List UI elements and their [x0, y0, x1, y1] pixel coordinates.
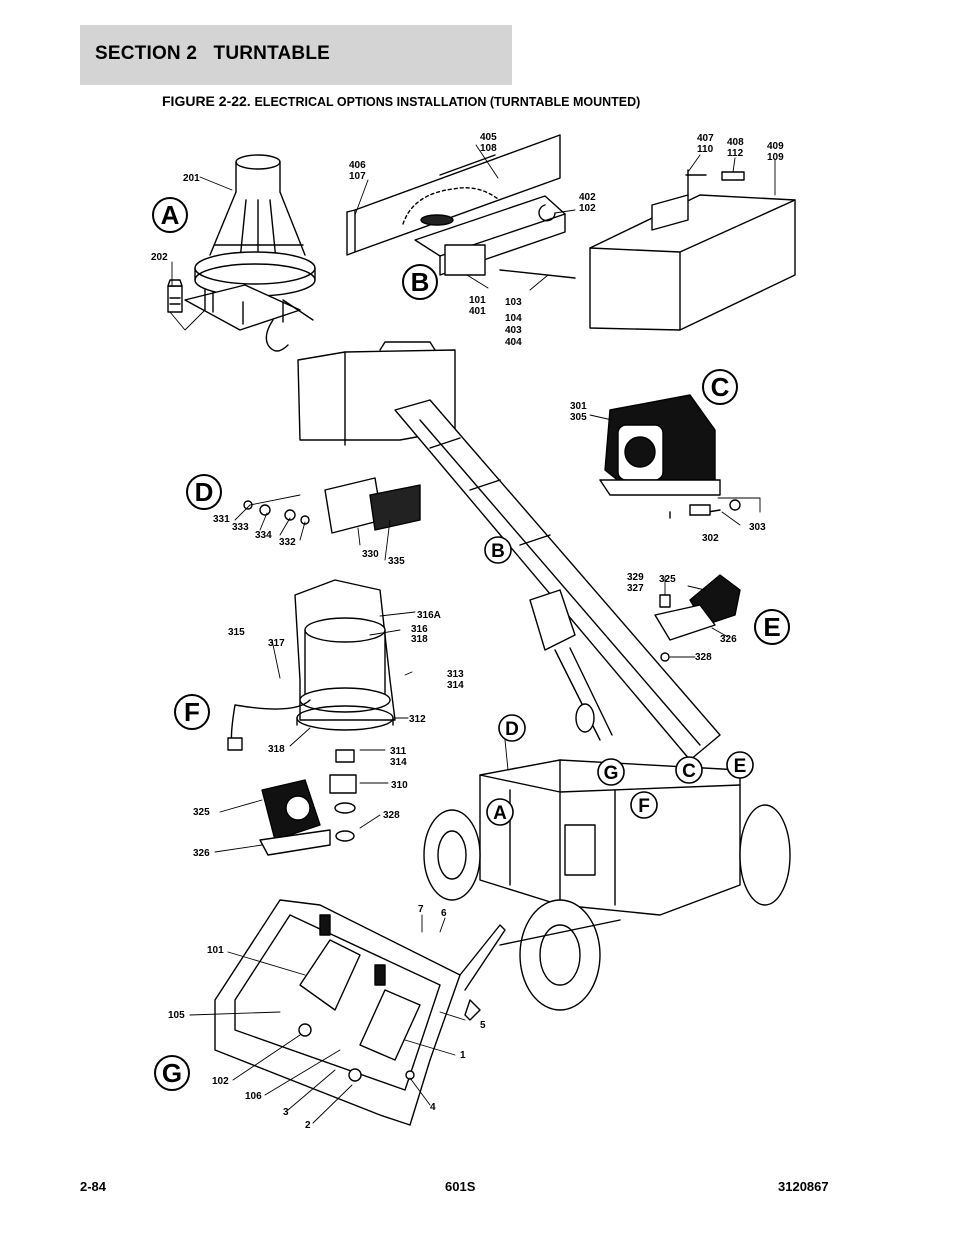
view-letter-b: B [411, 267, 430, 297]
callout-332: 332 [279, 537, 296, 548]
callout-408: 408 [727, 137, 744, 148]
figure-caption: ELECTRICAL OPTIONS INSTALLATION (TURNTAB… [254, 95, 641, 109]
view-c-alarm [599, 394, 741, 519]
callout-330: 330 [362, 549, 379, 560]
callout-305: 305 [570, 412, 587, 423]
callout-105: 105 [168, 1010, 185, 1021]
callout-102: 102 [579, 203, 596, 214]
view-letter-e: E [763, 612, 780, 642]
callout-318-top: 318 [411, 634, 428, 645]
figure-label: FIGURE 2-22. [162, 93, 251, 109]
callout-numbers: 201 202 405 108 406 107 402 102 407 110 … [151, 132, 784, 1131]
callout-110: 110 [697, 144, 714, 155]
footer-doc-number: 3120867 [778, 1179, 829, 1194]
callout-7: 7 [418, 904, 424, 915]
machine-letter-c: C [682, 761, 696, 782]
callout-315: 315 [228, 627, 245, 638]
callout-101: 101 [469, 295, 486, 306]
view-letters: A B C D E F G B D G C E F A [152, 197, 790, 1091]
callout-401: 401 [469, 306, 486, 317]
callout-317: 317 [268, 638, 285, 649]
callout-103: 103 [505, 297, 522, 308]
callout-409: 409 [767, 141, 784, 152]
section-header-bar [80, 25, 512, 85]
callout-310: 310 [391, 780, 408, 791]
machine-letter-f: F [638, 796, 650, 817]
callout-404: 404 [505, 337, 522, 348]
view-letter-c: C [711, 372, 730, 402]
callout-326-e: 326 [720, 634, 737, 645]
callout-314: 314 [390, 757, 407, 768]
machine-letter-g: G [604, 763, 619, 784]
callout-6: 6 [441, 908, 447, 919]
view-f-beacon [227, 579, 396, 856]
callout-405: 405 [480, 132, 497, 143]
callout-202: 202 [151, 252, 168, 263]
view-letter-f: F [184, 697, 200, 727]
view-letter-a: A [161, 200, 180, 230]
view-b-assembly [346, 134, 576, 279]
callout-328-e: 328 [695, 652, 712, 663]
callout-104: 104 [505, 313, 522, 324]
footer-model: 601S [445, 1179, 476, 1194]
callout-303: 303 [749, 522, 766, 533]
machine-letter-d: D [505, 719, 519, 740]
callout-102-g: 102 [212, 1076, 229, 1087]
callout-403: 403 [505, 325, 522, 336]
machine-body [394, 399, 791, 1011]
callout-112: 112 [727, 148, 744, 159]
callout-2: 2 [305, 1120, 311, 1131]
leader-lines [169, 144, 776, 1124]
callout-326-f: 326 [193, 848, 210, 859]
callout-333: 333 [232, 522, 249, 533]
figure-title: FIGURE 2-22. ELECTRICAL OPTIONS INSTALLA… [162, 93, 640, 109]
callout-325-e: 325 [659, 574, 676, 585]
callout-313: 313 [447, 669, 464, 680]
counterweight-box [589, 169, 796, 331]
callout-406: 406 [349, 160, 366, 171]
view-e-alarm [654, 574, 741, 662]
callout-402: 402 [579, 192, 596, 203]
footer-page-number: 2-84 [80, 1179, 107, 1194]
callout-314-top: 314 [447, 680, 464, 691]
callout-109: 109 [767, 152, 784, 163]
machine-letter-a: A [493, 803, 507, 824]
callout-334: 334 [255, 530, 272, 541]
callout-407: 407 [697, 133, 714, 144]
callout-327: 327 [627, 583, 644, 594]
callout-106: 106 [245, 1091, 262, 1102]
callout-5: 5 [480, 1020, 486, 1031]
callout-4: 4 [430, 1102, 436, 1113]
callout-302: 302 [702, 533, 719, 544]
callout-301: 301 [570, 401, 587, 412]
callout-316a: 316A [417, 610, 441, 621]
callout-328-f: 328 [383, 810, 400, 821]
callout-311: 311 [390, 746, 407, 757]
callout-316: 316 [411, 624, 428, 635]
callout-108: 108 [480, 143, 497, 154]
callout-101-g: 101 [207, 945, 224, 956]
view-letter-d: D [195, 477, 214, 507]
callout-318: 318 [268, 744, 285, 755]
callout-329: 329 [627, 572, 644, 583]
callout-312: 312 [409, 714, 426, 725]
callout-201: 201 [183, 173, 200, 184]
callout-3: 3 [283, 1107, 289, 1118]
machine-letter-e: E [734, 756, 747, 777]
machine-letter-b: B [491, 541, 505, 562]
view-a-assembly [167, 154, 316, 352]
callout-335: 335 [388, 556, 405, 567]
callout-325-f: 325 [193, 807, 210, 818]
callout-331: 331 [213, 514, 230, 525]
view-letter-g: G [162, 1058, 182, 1088]
callout-1: 1 [460, 1050, 466, 1061]
section-title: SECTION 2 TURNTABLE [95, 43, 331, 64]
view-g-bracket [214, 899, 506, 1126]
view-d-light [243, 477, 421, 534]
callout-107: 107 [349, 171, 366, 182]
